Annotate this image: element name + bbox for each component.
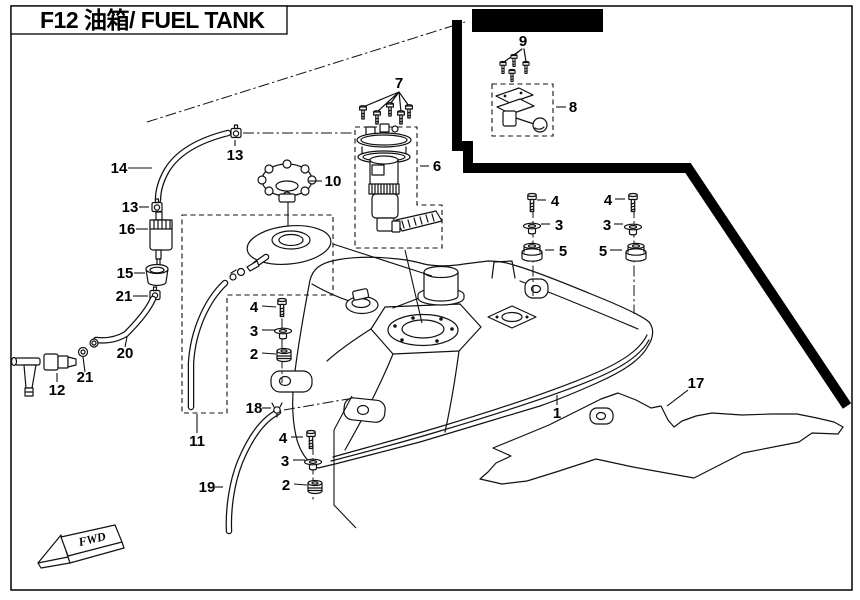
part-label-17: 17 [688,375,705,392]
part-label-21a: 21 [116,288,133,305]
part-drawing-clip-18 [271,402,283,418]
part-drawing-fuel-sender-8 [495,48,548,133]
part-label-13a: 13 [227,147,244,164]
page-title: F12 油箱/ FUEL TANK [40,7,265,33]
part-label-21b: 21 [77,369,94,386]
part-drawing-fuel-tank-1 [270,256,654,469]
part-label-15: 15 [117,265,134,282]
part-label-10: 10 [325,173,342,190]
sender-mount-plate-on-tank [487,305,537,329]
part-label-3d: 3 [281,453,289,470]
part-drawing-valve-12 [10,353,77,397]
part-label-13b: 13 [122,199,139,216]
part-drawing-fuel-hose-20 [89,295,157,348]
part-label-7: 7 [395,75,403,92]
tank-mounting-tabs [270,278,614,425]
part-label-3b: 3 [555,217,563,234]
page-border [10,5,853,591]
part-label-5b: 5 [599,243,607,260]
pump-mount-ring-on-tank [387,313,459,347]
part-label-19: 19 [199,479,216,496]
part-label-6: 6 [433,158,441,175]
part-label-1: 1 [553,405,561,422]
part-drawing-fuel-filter-16 [149,211,173,266]
redacted-label-bar [472,9,603,32]
part-label-5a: 5 [559,243,567,260]
part-label-12: 12 [49,382,66,399]
pump-assembly-dashed-box [354,126,443,249]
callout-phantom-line [146,21,466,123]
callout-thick-border [452,20,852,409]
filler-neck-on-tank [417,265,465,306]
label-leader-lines [56,106,689,488]
fastener-set-rear-right [623,192,647,262]
part-label-11: 11 [189,433,205,450]
fastener-set-mid [273,297,293,363]
part-drawing-grommet-21b [77,346,89,358]
part-label-4b: 4 [551,193,560,210]
part-label-2b: 2 [282,477,290,494]
part-label-9: 9 [519,33,527,50]
part-label-18: 18 [246,400,263,417]
title-box [10,5,288,35]
axis-clip-18 [283,398,349,411]
part-label-4c: 4 [604,192,613,209]
part-drawing-drain-hose-19 [225,408,282,535]
part-drawing-mat-17 [479,392,844,485]
part-drawing-clamp-13a [230,124,242,139]
part-label-4d: 4 [279,430,288,447]
part-number-labels: 1 17 6 7 8 9 10 11 12 13 13 14 15 16 18 … [49,33,705,496]
part-label-8: 8 [569,99,577,116]
part-label-3a: 3 [250,323,258,340]
part-drawing-filler-neck-11 [187,225,332,411]
part-label-2a: 2 [250,346,258,363]
sender-assembly-dashed-box [491,83,554,137]
part-label-3c: 3 [603,217,611,234]
part-drawing-fuel-pump-6 [356,91,443,233]
lower-brace-line [333,395,357,529]
fwd-direction-arrow: FWD [37,524,125,569]
ring-connector-line [332,243,433,277]
pump-connector-line [404,249,423,324]
part-label-4a: 4 [250,299,259,316]
part-drawing-vent-hose-14 [154,129,232,204]
part-label-20: 20 [117,345,134,362]
part-label-14: 14 [111,160,128,177]
part-drawing-sleeve-15 [145,263,169,287]
fwd-arrow-label: FWD [76,529,107,549]
part-label-16: 16 [119,221,136,238]
rollover-valve-on-tank [345,288,379,315]
fastener-set-rear-left [521,192,543,262]
part-drawing-fuel-cap-10 [257,159,317,203]
